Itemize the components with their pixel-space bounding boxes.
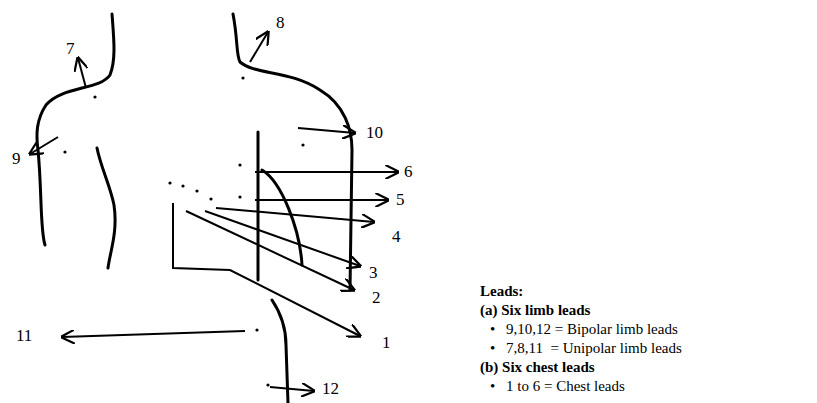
- body-outline: [37, 14, 352, 403]
- callout-number: 5: [396, 191, 405, 210]
- callout-number: 4: [392, 228, 401, 247]
- electrode-dots: [63, 76, 304, 386]
- callout-number: 10: [366, 124, 383, 143]
- bullet: •: [490, 340, 495, 357]
- callout-number: 9: [12, 150, 21, 169]
- callout-number: 6: [404, 163, 413, 182]
- callout-number: 7: [66, 40, 75, 59]
- legend-heading: (a) Six limb leads: [480, 302, 590, 319]
- lead-arrows: [30, 32, 398, 391]
- callout-number: 1: [382, 334, 391, 353]
- bullet: •: [490, 378, 495, 395]
- callout-number: 12: [322, 380, 339, 399]
- callout-number: 11: [16, 327, 32, 346]
- callout-number: 8: [276, 14, 285, 33]
- bullet: •: [490, 321, 495, 338]
- legend-text: 9,10,12 = Bipolar limb leads: [506, 321, 678, 338]
- legend-text: 7,8,11 = Unipolar limb leads: [506, 340, 682, 357]
- callout-number: 2: [372, 289, 381, 308]
- legend-heading: Leads:: [480, 283, 523, 300]
- legend-text: 1 to 6 = Chest leads: [506, 378, 625, 395]
- legend-heading: (b) Six chest leads: [480, 359, 595, 376]
- callout-number: 3: [369, 264, 378, 283]
